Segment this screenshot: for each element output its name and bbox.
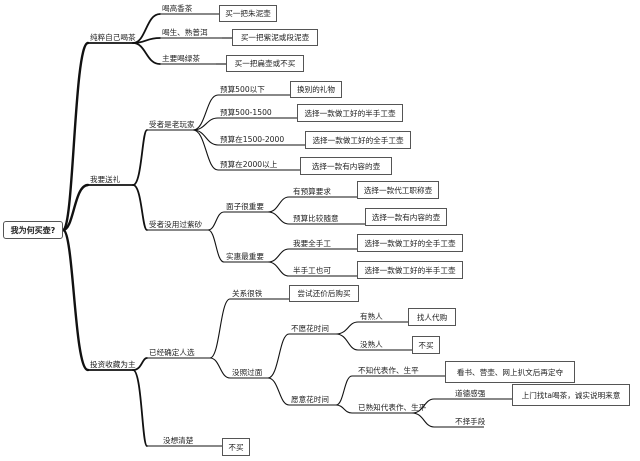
result-content-pot-2: 选择一款有内容的壶 [365,208,447,226]
result-half-handmade-2: 选择一款做工好的半手工壶 [357,261,463,279]
result-no-buy: 不买 [412,336,440,354]
result-zini-pot: 买一把紫泥或段泥壶 [232,29,318,46]
node-chosen: 已经确定人选 [149,348,195,357]
node-veteran: 受者是老玩家 [149,120,195,129]
result-proxy: 找人代购 [408,308,456,326]
connector-root-gift [61,183,90,232]
node-unknown-works: 不知代表作、生平 [358,366,419,375]
result-research: 看书、营壶、网上扒文后再定夺 [445,361,575,383]
node-budget-2000: 预算在2000以上 [220,160,278,169]
result-other-gift: 换别的礼物 [290,81,342,98]
branch-gift: 我要送礼 [90,175,121,184]
node-half-ok: 半手工也可 [293,266,331,275]
node-budget-500-1500: 预算500-1500 [220,108,272,117]
node-free-budget: 预算比较随意 [293,214,339,223]
connector-root-invest [61,228,90,372]
result-full-handmade: 选择一款做工好的全手工壶 [305,131,411,149]
node-unsure: 没想清楚 [163,436,194,445]
result-title-pot: 选择一款代工职称壶 [357,181,439,199]
result-half-handmade: 选择一款做工好的半手工壶 [297,104,403,122]
result-visit: 上门找ta喝茶，诚实说明来意 [512,384,630,406]
node-has-budget: 有预算要求 [293,187,331,196]
node-has-acquaintance: 有熟人 [360,312,383,321]
node-moral: 道德感强 [455,389,486,398]
node-known-works: 已熟知代表作、生平 [358,403,427,412]
result-full-handmade-2: 选择一款做工好的全手工壶 [357,234,463,252]
node-fragrant-tea: 喝高香茶 [162,4,193,13]
node-budget-500: 预算500以下 [220,85,265,94]
node-practical: 实惠最重要 [226,252,264,261]
node-close: 关系很铁 [232,289,263,298]
result-no-buy-2: 不买 [222,438,250,456]
connector-root-pure [61,41,90,232]
node-will-spend-time: 愿意花时间 [291,395,329,404]
node-novice: 受者没用过紫砂 [149,220,203,229]
result-content-pot: 选择一款有内容的壶 [300,157,392,175]
node-never-met: 没照过面 [232,368,263,377]
node-no-time: 不愿花时间 [291,324,329,333]
node-no-acquaintance: 没熟人 [360,340,383,349]
result-bargain: 尝试还价后购买 [289,285,359,302]
branch-invest: 投资收藏为主 [90,360,136,369]
result-flat-pot: 买一把扁壶或不买 [226,55,304,72]
node-puer: 喝生、熟普洱 [162,28,208,37]
node-face: 面子很重要 [226,202,264,211]
root-node: 我为何买壶? [3,221,63,239]
node-budget-1500-2000: 预算在1500-2000 [220,135,285,144]
node-want-full: 我要全手工 [293,239,331,248]
branch-pure-tea: 纯粹自己喝茶 [90,33,136,42]
node-green-tea: 主要喝绿茶 [162,54,200,63]
node-any-means: 不择手段 [455,417,486,426]
result-zhuni-pot: 买一把朱泥壶 [219,5,277,22]
